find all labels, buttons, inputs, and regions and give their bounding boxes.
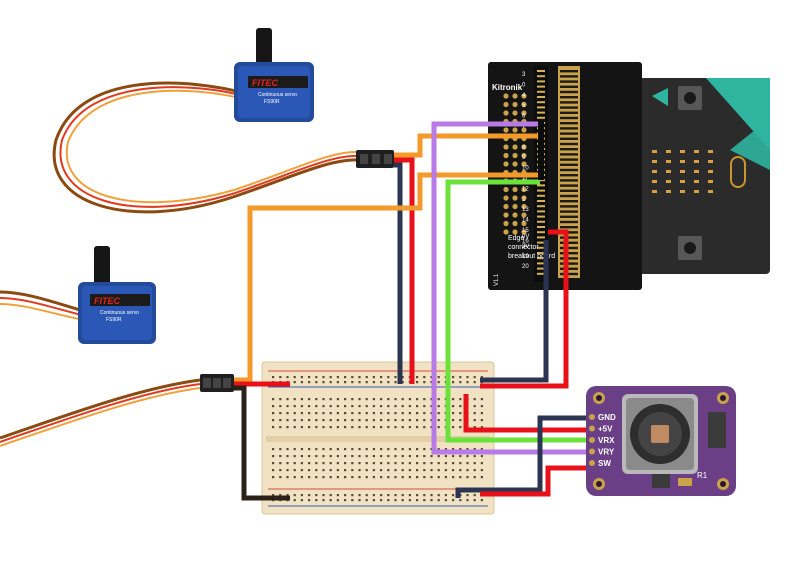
pin-label-12: 12 [522,186,529,192]
resistor-icon [678,478,692,486]
led [652,190,657,193]
led [708,170,713,173]
button-a-icon [684,92,696,104]
pin-label-2: 2 [522,197,526,203]
resistor-label: R1 [697,471,708,480]
wire-joystick-power [463,394,586,433]
led [708,150,713,153]
wire-servo-bottom-signal [234,172,540,383]
joystick-pin-gnd: GND [598,413,616,422]
led [680,170,685,173]
wire-lower-rail-power [480,465,586,497]
led [666,150,671,153]
led [666,190,671,193]
led [694,150,699,153]
pin-label-10: 10 [522,166,529,172]
pin-label-9: 9 [522,155,526,161]
pin-label-3: 3 [522,72,526,78]
led [708,190,713,193]
power-pin-label-0V: 0V [522,234,529,240]
wire-servo-top-signal [394,133,540,158]
button-b-icon [684,242,696,254]
servo-bottom-model-2: FS90R [106,317,122,323]
wire-purple-vry [431,121,586,455]
servo-top-model-1: Continuous servo [258,92,297,98]
servo-top-brand: FITEC [252,78,278,88]
wire-servo-bottom-ground [234,385,290,501]
wire-breakout-ground [480,240,549,383]
edge-connector [560,70,578,276]
led [680,150,685,153]
pin-label-14: 14 [522,218,529,224]
led [666,170,671,173]
led [666,180,671,183]
led [680,160,685,163]
wires [234,121,586,501]
pin-label-4: 4 [522,93,526,99]
joystick-module: R1 GND +5V VRX VRY SW [586,386,736,496]
pin-label-8: 8 [522,145,526,151]
led [652,150,657,153]
led [694,190,699,193]
power-pin-label-20: 20 [522,264,529,270]
wire-servo-top-power [394,157,415,384]
wire-servo-top-ground [394,162,403,384]
led [694,180,699,183]
joystick-pin-plus5v: +5V [598,425,613,434]
led [680,190,685,193]
wire-breakout-power [480,229,569,389]
servo-top-model-2: FS90R [264,99,280,105]
servo-bottom-model-1: Continuous servo [100,310,139,316]
breakout-label-3: breakout board [508,253,555,260]
pin-label-16: 16 [522,238,529,244]
pin-label-6: 6 [522,114,526,120]
pin-label-7: 7 [522,124,526,130]
servo-top: FITEC Continuous servo FS90R [52,28,394,214]
pin-label-0: 0 [522,82,526,88]
joystick-pin-labels: GND +5V VRX VRY SW [589,413,616,468]
breakout-version: V1.1 [494,273,500,286]
led [694,160,699,163]
led [652,170,657,173]
joystick-pin-vry: VRY [598,448,615,457]
breakout-label-1: Edge [508,235,524,242]
servo-bottom: FITEC Continuous servo FS90R [0,246,234,447]
power-pin-label-3V: 3V [522,244,529,250]
led [652,180,657,183]
pin-label-5: 5 [522,103,526,109]
pin-label-13: 13 [522,207,529,213]
power-pin-label-19: 19 [522,254,529,260]
led [694,170,699,173]
breakout-label-2: connector [508,244,539,251]
pin-label-11: 11 [522,176,529,182]
breakout-brand: Kitronik [492,83,523,92]
led [708,180,713,183]
led [666,160,671,163]
joystick-pin-vrx: VRX [598,436,615,445]
led [652,160,657,163]
microbit [628,78,770,274]
pin-label-15: 15 [522,228,529,234]
joystick-pin-sw: SW [598,459,611,468]
led-matrix [652,150,713,193]
wire-joystick-ground [455,415,586,498]
servo-bottom-brand: FITEC [94,296,120,306]
led [708,160,713,163]
led [680,180,685,183]
wire-green-vrx [445,179,586,443]
